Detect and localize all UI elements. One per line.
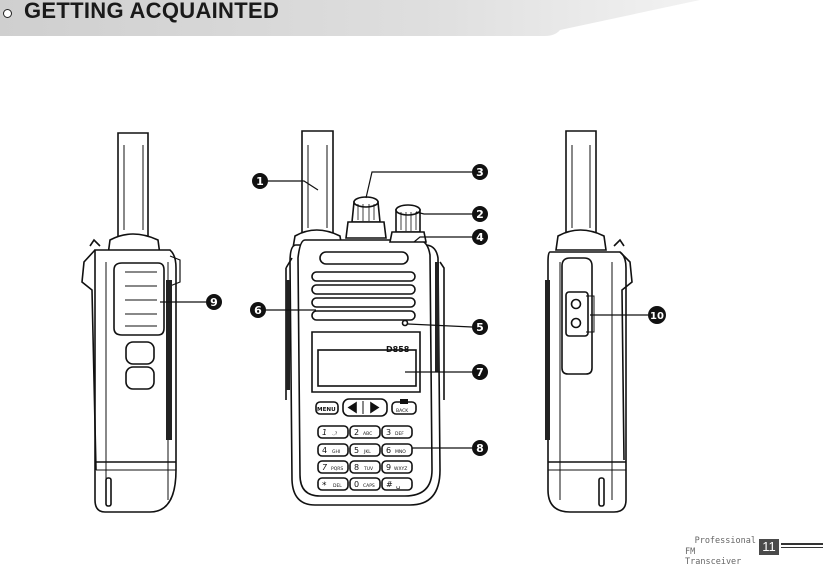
callout-2-label: 2 xyxy=(476,208,484,221)
key-3-num: 3 xyxy=(386,428,391,437)
key-0-num: 0 xyxy=(354,480,359,489)
callout-9-label: 9 xyxy=(210,296,218,309)
key-7-num: 7 xyxy=(322,463,328,472)
callout-8: 8 xyxy=(472,440,488,456)
callout-4: 4 xyxy=(472,229,488,245)
key-5-sub: JKL xyxy=(363,449,371,455)
header-banner xyxy=(0,0,700,36)
callout-8-label: 8 xyxy=(476,442,484,455)
key-5-num: 5 xyxy=(354,446,359,455)
callout-6-label: 6 xyxy=(254,304,262,317)
radio-right-side-view xyxy=(545,130,633,513)
key-hash-sub: ␣ xyxy=(396,481,400,489)
footer-line-2: FM Transceiver xyxy=(685,547,742,567)
model-label: D858 xyxy=(386,345,410,354)
key-9-num: 9 xyxy=(386,463,391,472)
footer-rule xyxy=(781,543,823,545)
callout-2: 2 xyxy=(472,206,488,222)
key-6-num: 6 xyxy=(386,446,391,455)
callout-9: 9 xyxy=(206,294,222,310)
key-1-num: 1 xyxy=(322,428,327,437)
menu-key-label: MENU xyxy=(317,407,336,413)
footer-rule xyxy=(781,547,823,548)
bullet-icon xyxy=(3,9,12,18)
key-8-sub: TUV xyxy=(363,466,374,472)
callout-6: 6 xyxy=(250,302,266,318)
page-title: GETTING ACQUAINTED xyxy=(24,0,280,23)
key-8-num: 8 xyxy=(354,463,359,472)
key-3-sub: DEF xyxy=(395,431,404,437)
key-7-sub: PQRS xyxy=(331,466,343,472)
callout-lines xyxy=(160,171,648,449)
key-4-sub: GHI xyxy=(332,449,340,455)
page-footer: Professional FM Transceiver 11 xyxy=(685,533,825,567)
callout-5: 5 xyxy=(472,319,488,335)
radio-left-side-view xyxy=(81,132,181,513)
key-9-sub: WXYZ xyxy=(394,466,407,472)
callout-4-label: 4 xyxy=(476,231,484,244)
key-2-num: 2 xyxy=(354,428,359,437)
key-hash-num: # xyxy=(386,480,393,489)
callout-3-label: 3 xyxy=(476,166,484,179)
back-key-label: BACK xyxy=(396,408,409,414)
callout-7: 7 xyxy=(472,364,488,380)
footer-line-1: Professional xyxy=(694,536,756,546)
key-2-sub: ABC xyxy=(363,431,372,437)
page-number: 11 xyxy=(759,539,779,555)
callout-10-label: 10 xyxy=(650,311,664,322)
callout-1-label: 1 xyxy=(256,175,264,188)
callout-1: 1 xyxy=(252,173,268,189)
key-1-sub: .,? xyxy=(332,431,338,437)
callout-5-label: 5 xyxy=(476,321,484,334)
key-star-num: * xyxy=(322,481,327,491)
key-6-sub: MNO xyxy=(395,449,406,455)
callout-10: 10 xyxy=(648,306,666,324)
section-header: GETTING ACQUAINTED xyxy=(0,0,825,36)
key-0-sub: CAPS xyxy=(363,483,375,489)
key-4-num: 4 xyxy=(322,446,327,455)
callout-3: 3 xyxy=(472,164,488,180)
callout-7-label: 7 xyxy=(476,366,484,379)
radio-front-view xyxy=(285,130,445,506)
key-star-sub: DEL xyxy=(333,483,342,489)
